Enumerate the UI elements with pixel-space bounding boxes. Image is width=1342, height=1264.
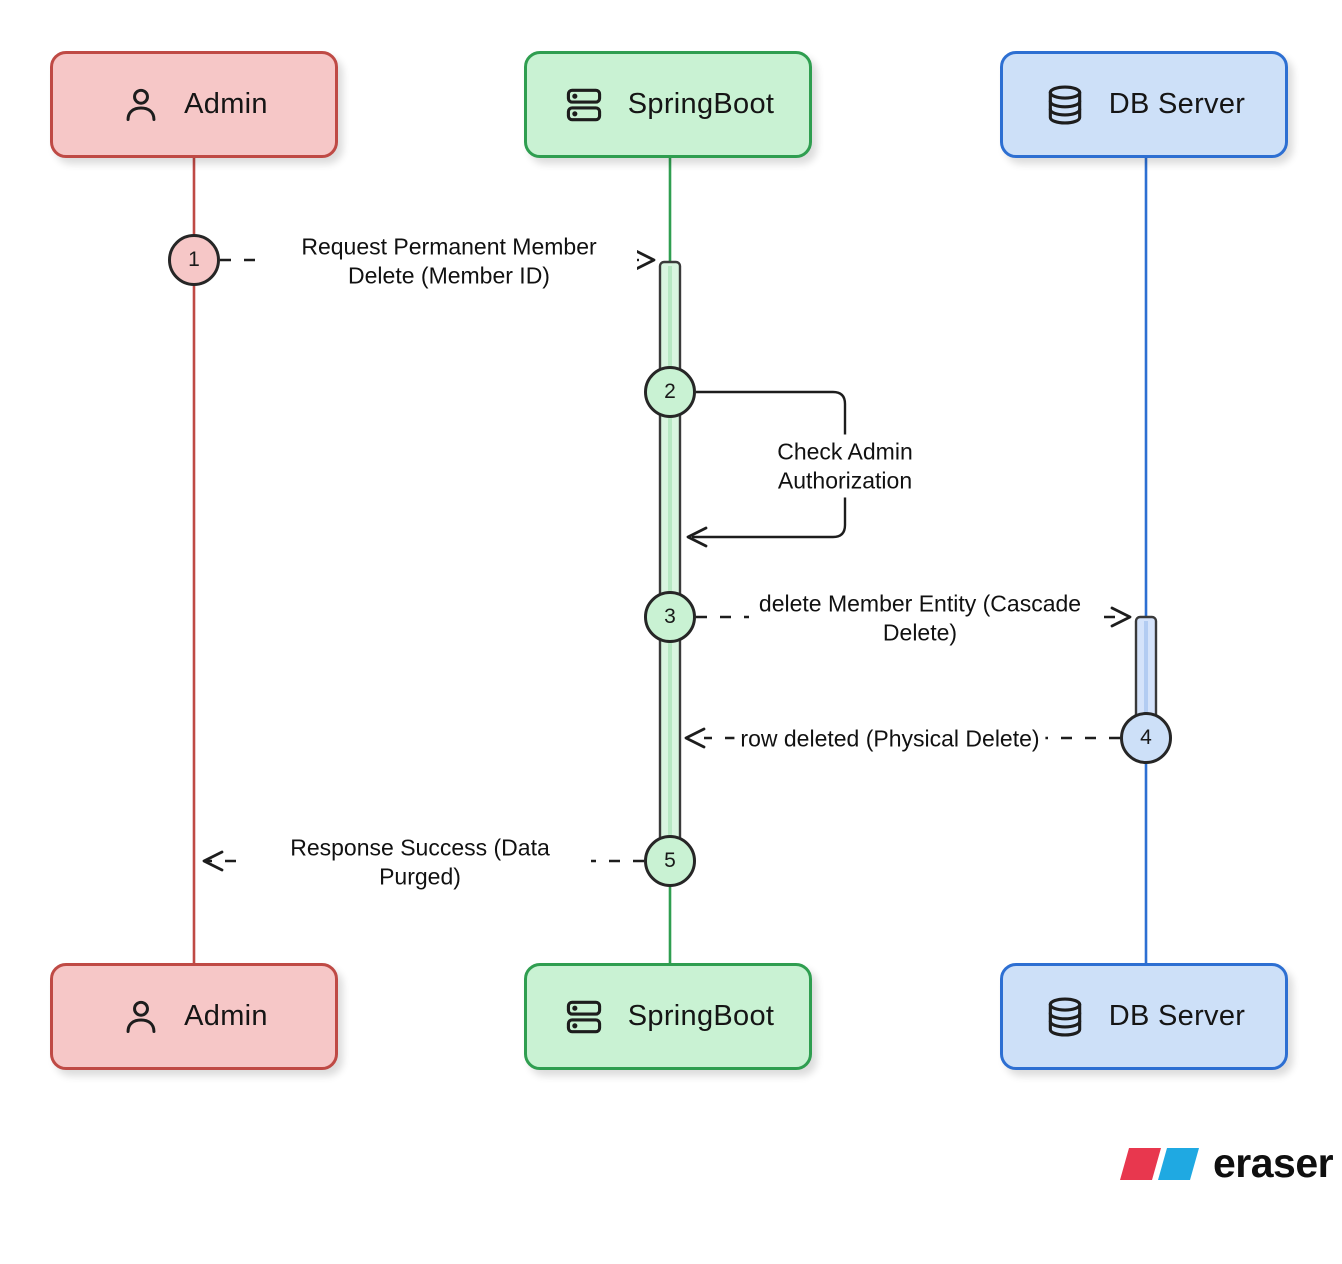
- server-icon: [566, 88, 601, 121]
- message-label-5: Response Success (Data Purged): [249, 830, 591, 894]
- person-icon: [126, 88, 156, 121]
- actor-label: DB Server: [1108, 88, 1246, 120]
- actor-box-admin-bottom: Admin: [50, 963, 338, 1070]
- actor-box-springboot-bottom: SpringBoot: [524, 963, 812, 1070]
- actor-label: DB Server: [1108, 1000, 1246, 1032]
- actor-label: SpringBoot: [627, 1000, 775, 1032]
- eraser-watermark[interactable]: eraser: [1118, 1140, 1334, 1186]
- actor-box-admin-top: Admin: [50, 51, 338, 158]
- eraser-watermark-label: eraser: [1213, 1140, 1334, 1186]
- actor-label: Admin: [184, 88, 268, 120]
- actor-label: SpringBoot: [627, 88, 775, 120]
- actor-box-dbserver-top: DB Server: [1000, 51, 1288, 158]
- message-label-1: Request Permanent Member Delete (Member …: [261, 229, 637, 293]
- actor-box-springboot-top: SpringBoot: [524, 51, 812, 158]
- step-circle-3: 3: [644, 591, 696, 643]
- message-5-arrowhead-icon: [202, 850, 224, 872]
- server-icon: [566, 1000, 601, 1033]
- message-2-arrowhead-icon: [686, 526, 708, 548]
- step-circle-4: 4: [1120, 712, 1172, 764]
- step-circle-1: 1: [168, 234, 220, 286]
- message-1-arrowhead-icon: [634, 249, 656, 271]
- message-label-4: row deleted (Physical Delete): [734, 721, 1046, 757]
- person-icon: [126, 1000, 156, 1033]
- message-4-arrowhead-icon: [684, 727, 706, 749]
- message-label-3: delete Member Entity (Cascade Delete): [749, 586, 1091, 650]
- actor-label: Admin: [184, 1000, 268, 1032]
- message-3-arrowhead-icon: [1110, 606, 1132, 628]
- eraser-logo-icon: [1120, 1147, 1199, 1180]
- step-circle-2: 2: [644, 366, 696, 418]
- message-label-2: Check Admin Authorization: [746, 434, 944, 498]
- actor-box-dbserver-bottom: DB Server: [1000, 963, 1288, 1070]
- step-circle-5: 5: [644, 835, 696, 887]
- database-icon: [1048, 996, 1081, 1036]
- database-icon: [1048, 84, 1081, 124]
